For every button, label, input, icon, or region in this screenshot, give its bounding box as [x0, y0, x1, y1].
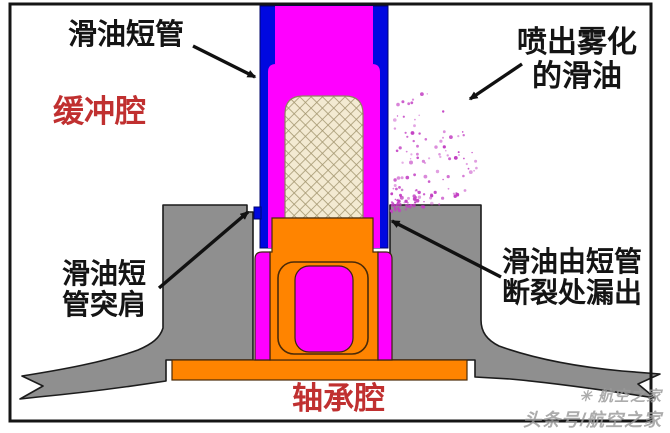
arrow-leak-point: [390, 219, 502, 279]
label-buffer-cavity: 缓冲腔: [53, 94, 146, 129]
label-atomized-oil-line1: 喷出雾化: [517, 26, 637, 59]
watermark-line2: 头条号/航空之家: [522, 410, 662, 430]
bearing-sleeve-left: [254, 251, 271, 361]
bearing-roller: [294, 265, 354, 353]
watermark-icon: ✳: [579, 388, 593, 405]
crosshatch-insert: [284, 95, 364, 219]
tube-bore-upper: [275, 6, 373, 64]
label-oil-short-tube: 滑油短管: [68, 19, 185, 51]
label-leak-line2: 断裂处漏出: [501, 277, 642, 309]
tube-shoulder: [253, 206, 262, 220]
arrow-tube-shoulder: [157, 210, 250, 290]
bearing-base-bar: [171, 359, 468, 381]
label-leak: 滑油由短管 断裂处漏出: [496, 246, 648, 309]
label-leak-line1: 滑油由短管: [501, 246, 642, 277]
label-tube-shoulder: 滑油短 管突肩: [62, 258, 146, 321]
label-tube-shoulder-line2: 管突肩: [62, 289, 147, 321]
label-atomized-oil-line2: 的滑油: [532, 59, 622, 93]
bearing-sleeve-right: [377, 251, 393, 361]
watermark: ✳ 航空之家 头条号/航空之家: [523, 385, 662, 432]
housing-left: [19, 204, 254, 400]
arrow-atomized-oil: [468, 62, 523, 101]
arrow-oil-short-tube: [192, 44, 257, 79]
frame-border: [8, 2, 653, 423]
label-bearing-cavity: 轴承腔: [292, 381, 385, 416]
label-tube-shoulder-line1: 滑油短: [62, 258, 147, 289]
label-atomized-oil: 喷出雾化 的滑油: [503, 26, 651, 93]
oil-spray-cloud: [389, 92, 478, 214]
watermark-line1: 航空之家: [597, 388, 662, 405]
